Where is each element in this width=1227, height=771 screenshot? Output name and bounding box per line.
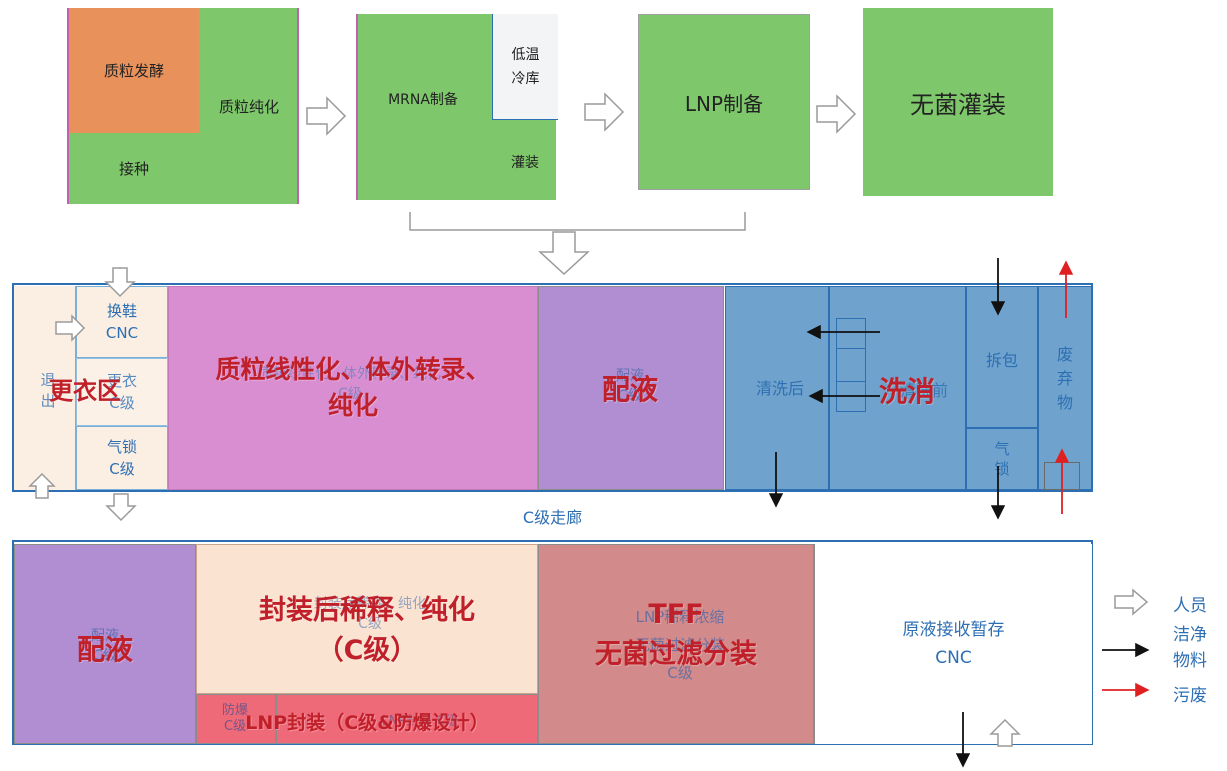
room-explosion-proof <box>196 694 276 744</box>
flow-inoculation: 接种 <box>118 160 149 178</box>
room-plasmid-processing <box>168 286 538 490</box>
room-prep-bottom <box>14 544 196 744</box>
room-change-clothes: 更衣 C级 <box>76 358 168 426</box>
room-airlock-wash: 气 锁 <box>966 428 1038 490</box>
room-tff-faint: LNP稀释浓缩 无菌过滤分装 C级 <box>634 608 725 682</box>
room-exit <box>14 286 76 490</box>
overlay-wash: 洗消 <box>878 375 935 408</box>
flow-bracket <box>409 212 746 231</box>
room-prep-bottom-faint: 配液 C级 <box>91 628 119 664</box>
room-wash-after-label: 清洗后 <box>755 379 804 398</box>
legend-dirty-waste-label: 污废 <box>1173 685 1207 706</box>
legend-personnel-icon <box>1114 588 1149 616</box>
flow-box-lnp: LNP制备 <box>638 14 810 190</box>
flow-mrna-prep: MRNA制备 <box>388 92 458 108</box>
overlay-prep-top: 配液 <box>601 373 658 406</box>
flow-plasmid-purification: 质粒纯化 <box>218 97 279 116</box>
personnel-arrow-down-2-icon <box>105 493 137 522</box>
overlay-changing-area: 更衣区 <box>49 376 121 405</box>
flow-arrow-3-icon <box>816 94 857 134</box>
personnel-arrow-right-icon <box>55 314 86 342</box>
overlay-tff: TFF 无菌过滤分装 <box>595 599 757 670</box>
room-prep-top-faint: 配液 C级 <box>616 368 644 404</box>
flow-box-plasmid: 质粒发酵 质粒纯化 接种 <box>67 8 299 204</box>
room-lnp-encapsulation <box>276 694 538 744</box>
flow-cold-storage: 低温 冷库 <box>492 14 558 120</box>
room-airlock-changing: 气锁 C级 <box>76 426 168 490</box>
room-dilution-faint: 封装后稀释、纯化 C级 <box>314 596 426 632</box>
flow-arrow-2-icon <box>584 92 625 132</box>
overlay-plasmid-processing: 质粒线性化、体外转录、 纯化 <box>215 355 491 420</box>
room-receiving: 原液接收暂存 CNC <box>814 544 1092 744</box>
room-prep-top <box>538 286 724 490</box>
washer-divider <box>836 348 866 382</box>
overlay-lnp-encapsulation: LNP封装（C级&防爆设计） <box>245 711 489 734</box>
overlay-prep-bottom: 配液 <box>76 633 133 666</box>
washer-unit <box>836 318 866 412</box>
room-wash-before <box>829 286 966 490</box>
legend-personnel-label: 人员 <box>1173 595 1207 616</box>
legend-clean-material-label: 洁净 物料 <box>1173 625 1207 671</box>
personnel-arrow-down-1-icon <box>104 267 136 298</box>
room-plasmid-faint-label: 质粒线性化、体外转录、纯化 C级 <box>259 366 441 402</box>
corridor-c-grade: C级走廊 <box>12 490 1093 542</box>
room-dilution <box>196 544 538 694</box>
room-wash-before-label: 清洗前 <box>899 381 948 400</box>
flow-arrow-1-icon <box>306 96 347 136</box>
personnel-arrow-up-2-icon <box>989 718 1021 747</box>
personnel-arrow-up-icon <box>28 472 56 499</box>
room-wash-after <box>725 286 829 490</box>
flow-box-mrna: MRNA制备 低温 冷库 灌装 <box>356 14 558 200</box>
room-lnp-faint: LNP封装 C级 <box>381 713 459 729</box>
flow-down-arrow-icon <box>538 231 590 276</box>
room-exit-label: 退 出 <box>40 371 56 410</box>
flow-plasmid-fermentation: 质粒发酵 <box>69 8 199 133</box>
flow-box-aseptic: 无菌灌装 <box>863 8 1053 196</box>
room-explosion-proof-faint: 防爆 C级 <box>221 703 248 734</box>
room-shoe-change: 换鞋 CNC <box>76 286 168 358</box>
flow-filling: 灌装 <box>511 155 539 171</box>
overlay-dilution: 封装后稀释、纯化 （C级） <box>259 595 475 666</box>
room-tff <box>538 544 814 744</box>
